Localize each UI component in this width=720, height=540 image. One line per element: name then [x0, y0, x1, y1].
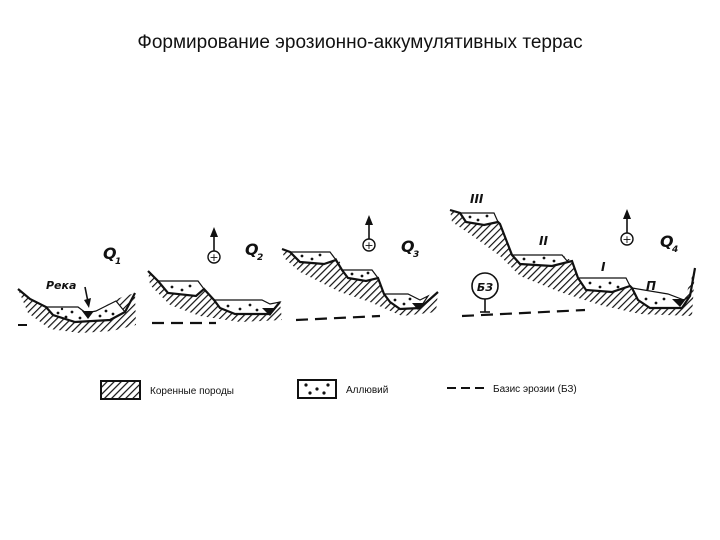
alluvium-dots-2 [170, 284, 259, 312]
slide-title: Формирование эрозионно-аккумулятивных те… [137, 32, 583, 53]
alluvium-dots-4 [468, 214, 666, 305]
legend-bedrock-swatch [100, 380, 141, 400]
uplift-arrow-icon: + [620, 209, 634, 246]
uplift-symbol: + [622, 233, 631, 246]
valley-profile-4 [449, 208, 697, 310]
stage-index-q1: 1 [115, 257, 121, 267]
stage-label-q2: Q [245, 240, 259, 259]
terrace-label-i: I [601, 260, 606, 274]
stage-label-q4: Q [660, 232, 674, 251]
valley-profile-3 [281, 247, 439, 311]
uplift-arrow-icon: + [362, 215, 376, 252]
base-marker-icon: БЗ [471, 272, 499, 313]
uplift-symbol: + [364, 239, 373, 252]
stage-4: БЗ + III II I П Q 4 [449, 192, 697, 318]
stage-3: + Q 3 [281, 215, 439, 322]
stage-label-q1: Q [103, 244, 117, 263]
erosion-base-3 [295, 314, 381, 322]
uplift-arrow-icon: + [207, 227, 221, 264]
riverbed-4 [672, 299, 686, 307]
uplift-symbol: + [209, 251, 218, 264]
river-label: Река [46, 279, 76, 292]
erosion-base-4 [461, 308, 586, 318]
stage-index-q2: 2 [257, 253, 263, 263]
legend-alluvium-dots [304, 383, 330, 395]
riverbed-1 [82, 311, 94, 319]
stage-1: Река Q 1 [17, 244, 136, 333]
terrace-label-ii: II [539, 234, 548, 248]
stage-label-q3: Q [401, 237, 415, 256]
valley-profile-1 [17, 288, 136, 324]
legend-alluvium-label: Аллювий [346, 385, 388, 396]
stage-index-q3: 3 [413, 250, 419, 260]
legend-bedrock-label: Коренные породы [150, 386, 234, 397]
legend: Коренные породы Аллювий Базис эрозии (БЗ… [100, 379, 577, 400]
terrace-label-iii: III [470, 192, 484, 206]
alluvium-dots-1 [56, 307, 115, 320]
alluvium-dots-3 [300, 253, 412, 306]
river-arrow-head [84, 298, 91, 308]
base-badge: БЗ [477, 281, 493, 294]
riverbed-3 [412, 303, 424, 310]
terrace-label-floodplain: П [646, 279, 656, 293]
legend-base-label: Базис эрозии (БЗ) [493, 384, 577, 395]
valley-profile-2 [147, 270, 281, 316]
stage-index-q4: 4 [671, 245, 678, 255]
stage-2: + Q 2 [147, 227, 282, 325]
